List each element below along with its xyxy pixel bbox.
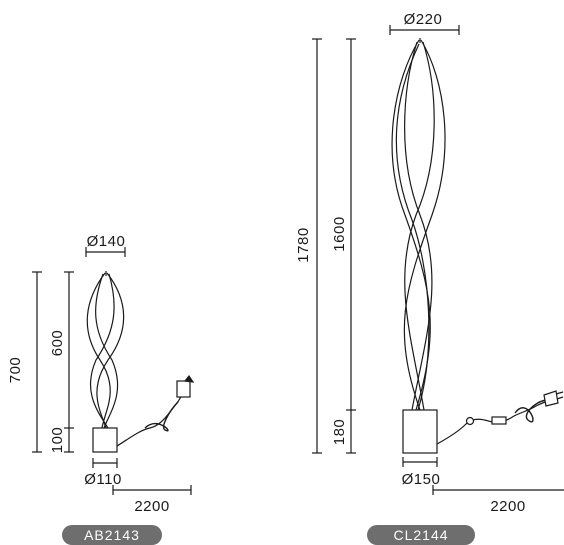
left-dimension-labels: Ø140 700 600 100 Ø110 2200: [7, 233, 169, 515]
left-total-height-label: 700: [7, 357, 24, 384]
left-model-label: AB2143: [84, 527, 140, 543]
right-lamp-plug: [543, 390, 559, 407]
left-lamp-body: [86, 271, 125, 429]
right-lamp-base: [402, 409, 438, 454]
left-cable-length-label: 2200: [134, 498, 169, 515]
left-model-badge: AB2143: [62, 525, 162, 545]
right-dimension-lines: [312, 25, 564, 495]
right-model-label: CL2144: [393, 527, 449, 543]
left-lamp-base: [92, 427, 118, 453]
right-lamp-body: [391, 38, 446, 411]
right-base-height-label: 180: [331, 419, 348, 446]
right-dimension-labels: Ø220 1780 1600 180 Ø150 2200: [295, 11, 525, 515]
right-total-height-label: 1780: [295, 227, 312, 262]
right-model-badge: CL2144: [367, 525, 475, 545]
left-lamp-adapter: [176, 380, 191, 398]
left-lamp-drawing: [86, 271, 195, 453]
left-top-diameter-label: Ø140: [87, 233, 126, 250]
left-lamp-cable: [116, 393, 183, 447]
right-top-diameter-label: Ø220: [404, 11, 443, 28]
right-body-height-label: 1600: [331, 216, 348, 251]
left-dimension-lines: [32, 247, 192, 495]
right-lamp-switch: [491, 416, 507, 425]
left-base-height-label: 100: [49, 427, 66, 454]
right-cable-length-label: 2200: [490, 498, 525, 515]
left-body-height-label: 600: [49, 330, 66, 357]
right-lamp-drawing: [391, 38, 564, 454]
right-base-diameter-label: Ø150: [402, 471, 441, 488]
left-base-diameter-label: Ø110: [84, 471, 122, 488]
